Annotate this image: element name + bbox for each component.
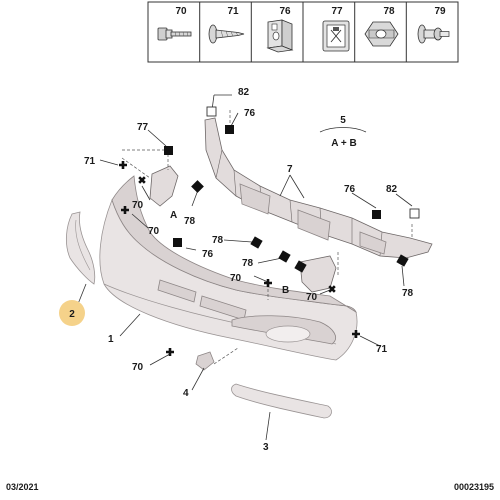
legend-number-78: 78 [383, 6, 395, 17]
square-icon [164, 146, 173, 155]
callout-70: 70 [306, 292, 318, 303]
callout-71: 71 [376, 344, 388, 355]
symbols [119, 106, 420, 356]
legend-number-70: 70 [175, 6, 187, 17]
callout-70: 70 [230, 273, 242, 284]
square-icon [250, 236, 263, 249]
callout-82: 82 [238, 87, 250, 98]
cross-icon [138, 176, 146, 184]
callout-78: 78 [402, 288, 414, 299]
square-icon [173, 238, 182, 247]
callout-78: 78 [184, 216, 196, 227]
highlight-circle [59, 300, 85, 326]
callout-4: 4 [183, 388, 189, 399]
open-square-icon [409, 208, 420, 219]
nut-icon [364, 21, 399, 47]
callout-78: 78 [212, 235, 224, 246]
callout-71: 71 [84, 156, 96, 167]
clip-nut-icon [266, 19, 294, 53]
callout-labels: 82 76 77 71 70 70 7 76 82 78 78 76 78 78… [84, 87, 414, 453]
open-square-icon [206, 106, 217, 117]
callout-B: B [282, 285, 289, 296]
square-icon [191, 180, 204, 193]
cross-icon [328, 285, 336, 293]
legend-number-79: 79 [434, 6, 446, 17]
callout-A: A [170, 210, 177, 221]
footer-date: 03/2021 [6, 482, 39, 492]
callout-5: 5 [340, 115, 346, 126]
callout-76: 76 [344, 184, 356, 195]
callout-77: 77 [137, 122, 149, 133]
square-icon [372, 210, 381, 219]
screw-icon [208, 24, 245, 44]
lower-trim-strip [231, 383, 332, 419]
footer-reference: 00023195 [454, 482, 494, 492]
callout-76: 76 [202, 249, 214, 260]
callout-78: 78 [242, 258, 254, 269]
bumper-support-bracket [204, 117, 433, 259]
callout-76: 76 [244, 108, 256, 119]
callout-70: 70 [132, 362, 144, 373]
cross-icon [264, 279, 272, 287]
cross-icon [166, 348, 174, 356]
legend-number-71: 71 [227, 6, 239, 17]
fastener-legend: 70 71 76 77 78 79 [147, 1, 459, 63]
legend-number-77: 77 [331, 6, 343, 17]
legend-number-76: 76 [279, 6, 291, 17]
square-icon [225, 125, 234, 134]
callout-7: 7 [287, 164, 293, 175]
cross-icon [121, 206, 129, 214]
highlight-callout: 2 [59, 300, 85, 326]
left-bumper-mount [149, 165, 179, 207]
callout-70: 70 [132, 200, 144, 211]
callout-3: 3 [263, 442, 269, 453]
callout-1: 1 [108, 334, 114, 345]
callout-70: 70 [148, 226, 160, 237]
callout-82: 82 [386, 184, 398, 195]
bumper-cover [99, 175, 358, 361]
square-icon [396, 254, 409, 267]
callout-5-group: A + B [331, 138, 356, 149]
tow-hook-cover [195, 351, 215, 371]
square-icon [278, 250, 291, 263]
push-pin-icon [417, 24, 450, 44]
cross-icon [352, 330, 360, 338]
bolt-flange-icon [157, 27, 192, 41]
clip-icon [322, 20, 350, 52]
callout-2: 2 [69, 309, 75, 320]
left-corner-trim [66, 211, 96, 285]
square-icon [294, 260, 307, 273]
cross-icon [119, 161, 127, 169]
